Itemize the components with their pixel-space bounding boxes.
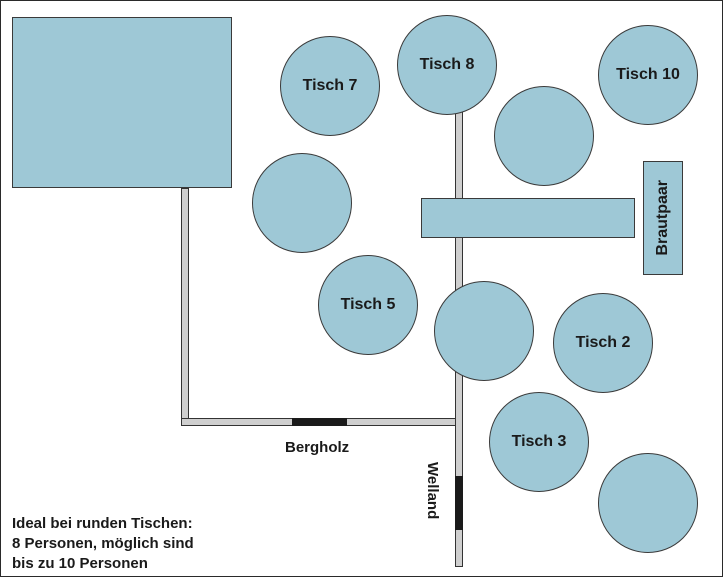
table-7: Tisch 7	[280, 36, 380, 136]
table-unlabeled-center	[434, 281, 534, 381]
note-line-1: Ideal bei runden Tischen:	[12, 515, 193, 532]
label-welland: Welland	[424, 462, 441, 520]
table-8-label: Tisch 8	[419, 56, 475, 73]
table-7-label: Tisch 7	[302, 77, 358, 94]
large-block	[12, 17, 232, 188]
table-5: Tisch 5	[318, 255, 418, 355]
table-unlabeled-bottom-right	[598, 453, 698, 553]
door-welland	[455, 476, 463, 530]
table-8: Tisch 8	[397, 15, 497, 115]
head-table-label: Brautpaar	[654, 180, 671, 256]
table-2: Tisch 2	[553, 293, 653, 393]
long-table	[421, 198, 635, 238]
label-bergholz: Bergholz	[285, 439, 350, 456]
table-2-label: Tisch 2	[575, 334, 631, 351]
table-unlabeled-upper-right	[494, 86, 594, 186]
door-bergholz	[292, 418, 347, 426]
table-5-label: Tisch 5	[340, 296, 396, 313]
table-unlabeled-left	[252, 153, 352, 253]
seating-note: Ideal bei runden Tischen: 8 Personen, mö…	[12, 514, 194, 574]
table-10-label: Tisch 10	[616, 66, 680, 83]
note-line-3: bis zu 10 Personen	[12, 555, 148, 572]
table-3-label: Tisch 3	[511, 433, 567, 450]
head-table: Brautpaar	[643, 161, 683, 275]
note-line-2: 8 Personen, möglich sind	[12, 535, 194, 552]
table-3: Tisch 3	[489, 392, 589, 492]
wall-left-vertical	[181, 188, 189, 426]
table-10: Tisch 10	[598, 25, 698, 125]
